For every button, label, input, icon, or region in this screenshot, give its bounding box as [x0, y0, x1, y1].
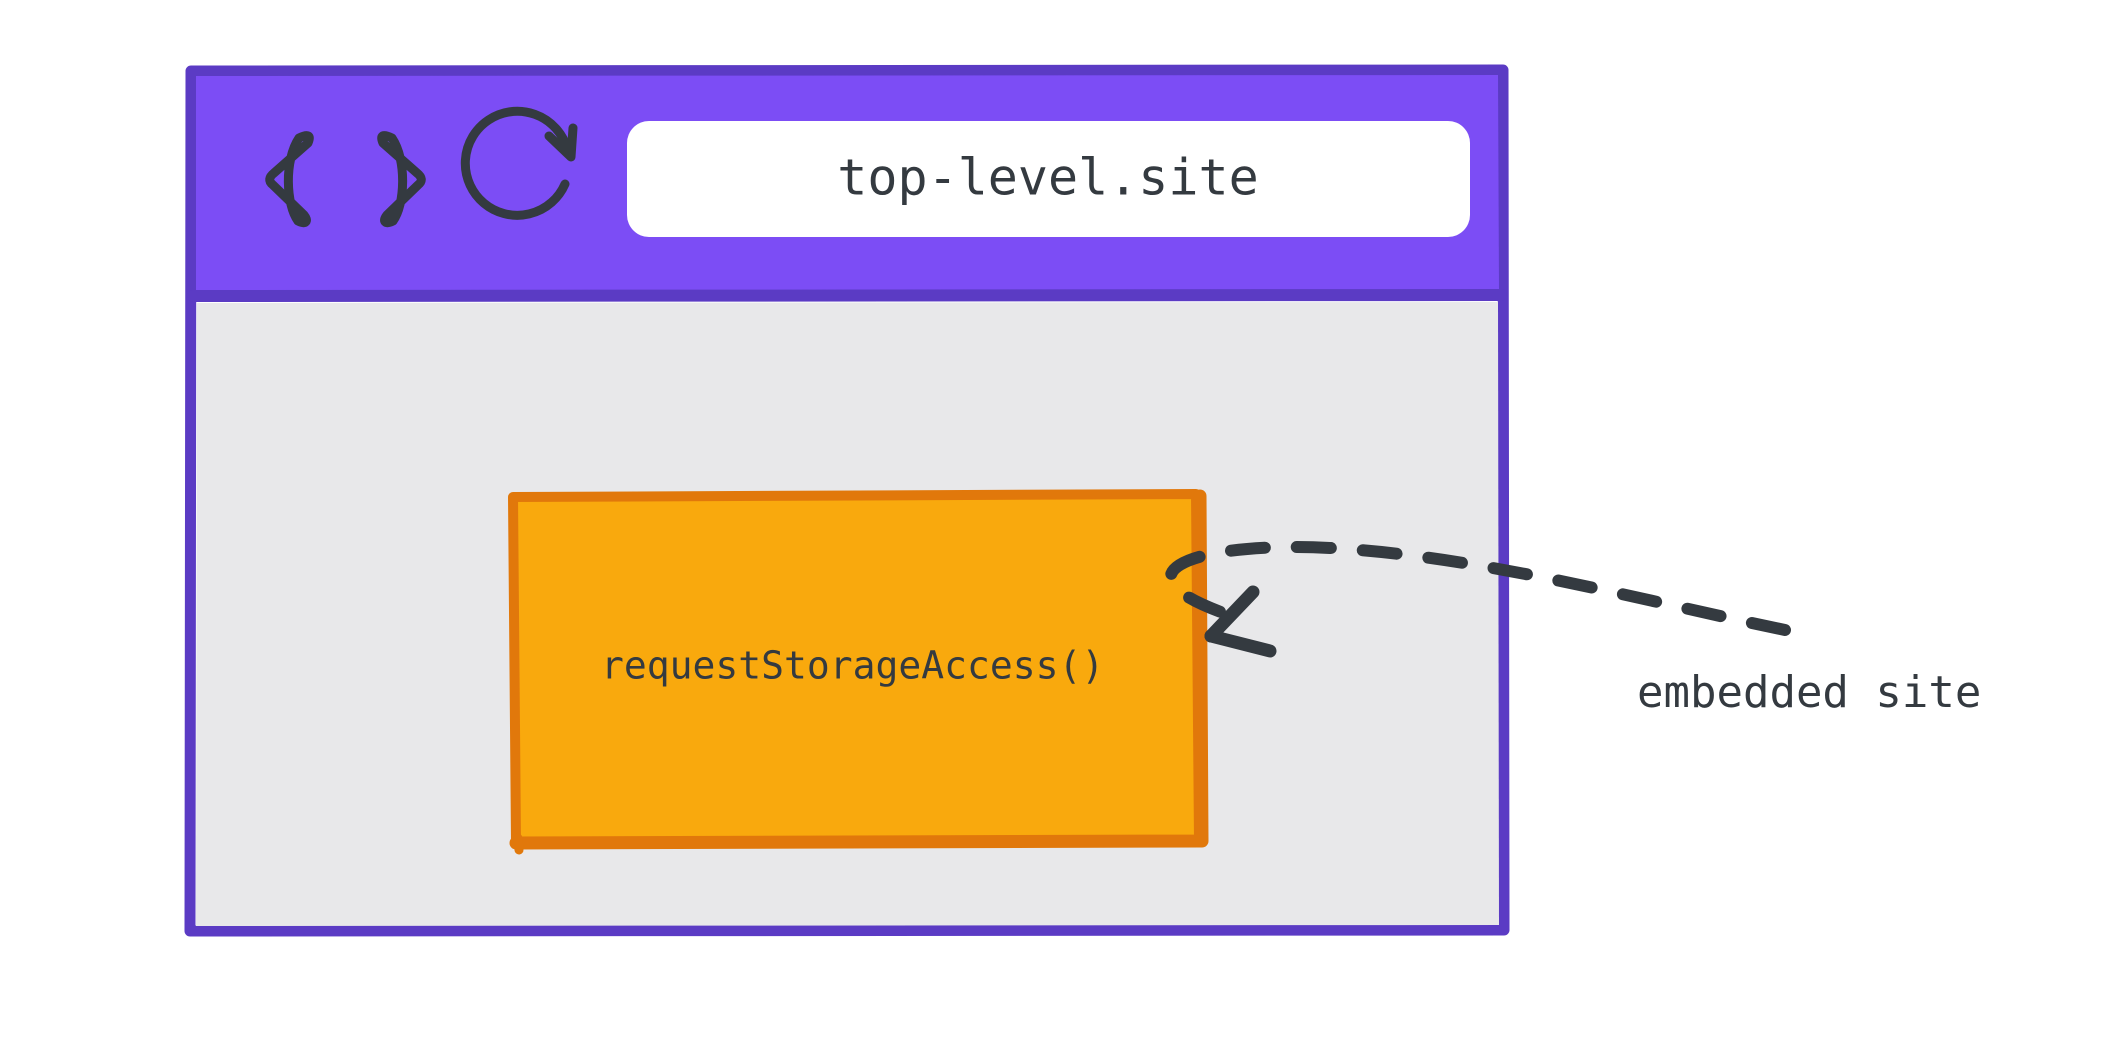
- url-bar-background[interactable]: [627, 121, 1470, 237]
- triangle-right-icon[interactable]: [377, 131, 426, 228]
- back-button[interactable]: [265, 131, 314, 228]
- url-bar-text: top-level.site: [837, 149, 1258, 207]
- dashed-curved-arrow: [1164, 541, 1791, 636]
- browser-window: top-level.site requestStorageAccess(): [184, 64, 1510, 937]
- annotation-label: embedded site: [1637, 667, 1981, 718]
- reload-arrowhead-icon: [544, 123, 578, 162]
- embedded-frame-corner-tick: [513, 833, 524, 855]
- reload-circular-arrow-icon[interactable]: [460, 106, 572, 220]
- browser-window-border: [184, 64, 1510, 937]
- embedded-frame-border-overshoot: [509, 489, 1209, 850]
- arrowhead-icon: [1204, 585, 1260, 643]
- url-bar[interactable]: top-level.site: [627, 121, 1470, 237]
- toolbar-divider: [187, 289, 1507, 302]
- forward-button[interactable]: [377, 131, 426, 228]
- embedded-frame-fill: [513, 494, 1199, 843]
- embedded-frame: requestStorageAccess(): [508, 489, 1209, 855]
- arrowhead-icon-lower: [1204, 629, 1277, 658]
- reload-button[interactable]: [460, 106, 578, 220]
- triangle-left-icon[interactable]: [265, 131, 314, 228]
- embedded-frame-label: requestStorageAccess(): [601, 644, 1104, 688]
- annotation-callout: embedded site: [1164, 541, 1981, 718]
